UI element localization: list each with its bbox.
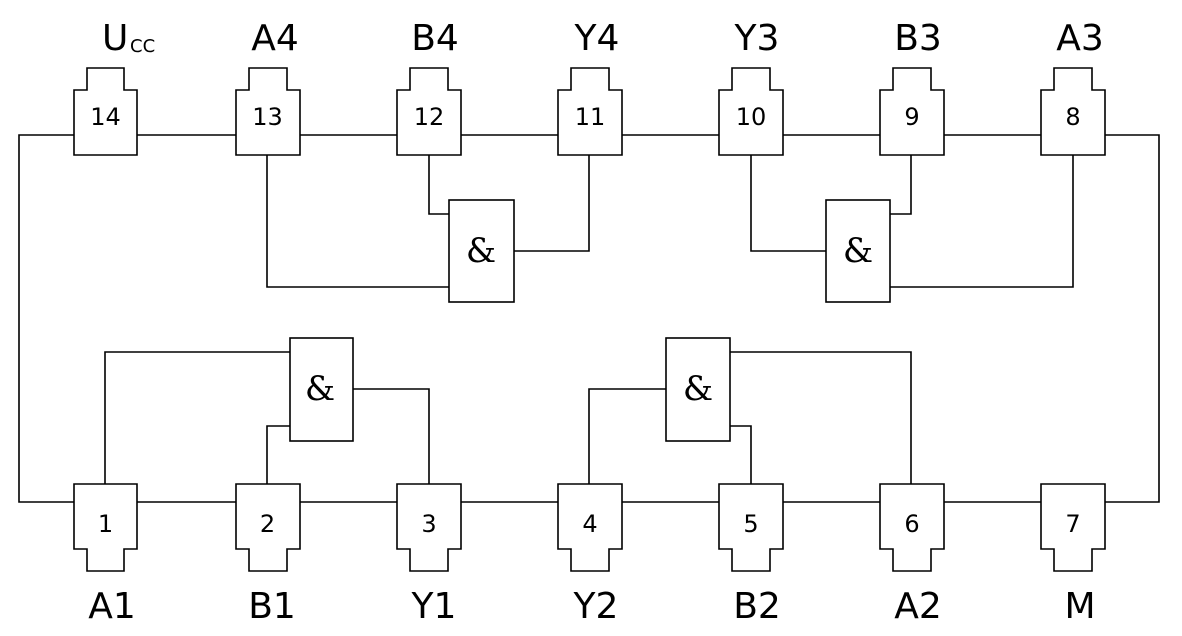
- pin-8: 8 A3: [1040, 18, 1106, 156]
- bottom-pin-row: 1 A1 2 B1 3 Y1 4 Y2 5 B2 6 A2: [73, 483, 1106, 627]
- pin-label-ucc: U: [102, 18, 128, 59]
- pin-11: 11 Y4: [557, 18, 623, 156]
- pin-9: 9 B3: [879, 18, 945, 156]
- pin-label: A2: [894, 586, 942, 627]
- pin-number: 9: [904, 103, 919, 131]
- pin-label: Y2: [573, 586, 619, 627]
- pin-label: B1: [248, 586, 296, 627]
- pin-number: 10: [736, 103, 767, 131]
- pin-label: B3: [894, 18, 942, 59]
- pin-1: 1 A1: [73, 483, 138, 627]
- pin-number: 14: [90, 103, 121, 131]
- and-gate-1: &: [289, 337, 354, 442]
- wire-pin6-to-gate2: [730, 351, 912, 484]
- wire-pin1-to-gate1: [104, 351, 290, 484]
- pin-6: 6 A2: [879, 483, 945, 627]
- pin-label: M: [1064, 586, 1095, 627]
- wire-gate2-to-pin4: [588, 388, 666, 484]
- and-symbol: &: [843, 231, 873, 271]
- pin-label: Y4: [574, 18, 620, 59]
- pin-number: 12: [414, 103, 445, 131]
- pin-number: 3: [421, 510, 436, 538]
- pin-label: B4: [411, 18, 459, 59]
- and-gate-2: &: [665, 337, 731, 442]
- pin-14: 14 U CC: [73, 18, 155, 156]
- and-gate-4: &: [448, 199, 515, 303]
- pin-label: B2: [733, 586, 781, 627]
- wire-pin9-to-gate3: [890, 155, 912, 215]
- and-gate-3: &: [825, 199, 891, 303]
- top-pin-row: 14 U CC 13 A4 12 B4 11 Y4 10 Y3 9 B3: [73, 18, 1106, 156]
- pin-3: 3 Y1: [396, 483, 462, 627]
- wire-pin8-to-gate3: [890, 155, 1074, 288]
- wire-pin13-to-gate4: [266, 155, 449, 288]
- pin-number: 4: [582, 510, 597, 538]
- wire-gate3-to-pin10: [750, 155, 826, 252]
- frame-wires: [18, 134, 1160, 503]
- pin-number: 5: [743, 510, 758, 538]
- pin-13: 13 A4: [235, 18, 301, 156]
- pin-number: 11: [575, 103, 606, 131]
- wire-pin12-to-gate4: [428, 155, 449, 215]
- pin-number: 2: [260, 510, 275, 538]
- wire-pin5-to-gate2: [730, 425, 752, 484]
- and-symbol: &: [683, 369, 713, 409]
- pin-number: 6: [904, 510, 919, 538]
- pin-number: 7: [1065, 510, 1080, 538]
- wire-pin1-to-pin14: [18, 134, 74, 503]
- pin-number: 8: [1065, 103, 1080, 131]
- pin-5: 5 B2: [718, 483, 784, 627]
- wire-pin2-to-gate1: [266, 425, 290, 484]
- pin-label: A3: [1056, 18, 1104, 59]
- pin-label: A1: [88, 586, 136, 627]
- pin-2: 2 B1: [235, 483, 301, 627]
- pin-label: Y3: [734, 18, 780, 59]
- pin-10: 10 Y3: [718, 18, 784, 156]
- wire-gate4-to-pin11: [514, 155, 590, 252]
- pin-label: A4: [251, 18, 299, 59]
- wire-gate1-to-pin3: [353, 388, 430, 484]
- gate-wires: [104, 155, 1074, 484]
- pin-number: 1: [98, 510, 113, 538]
- pin-label: Y1: [411, 586, 457, 627]
- and-symbol: &: [305, 369, 335, 409]
- and-gates: & & & &: [289, 199, 891, 442]
- pin-7: 7 M: [1040, 483, 1106, 627]
- pin-label-ucc-subscript: CC: [130, 36, 155, 57]
- and-symbol: &: [466, 231, 496, 271]
- pin-4: 4 Y2: [557, 483, 623, 627]
- wire-pin7-to-pin8: [1105, 134, 1160, 503]
- pin-number: 13: [252, 103, 283, 131]
- pin-12: 12 B4: [396, 18, 462, 156]
